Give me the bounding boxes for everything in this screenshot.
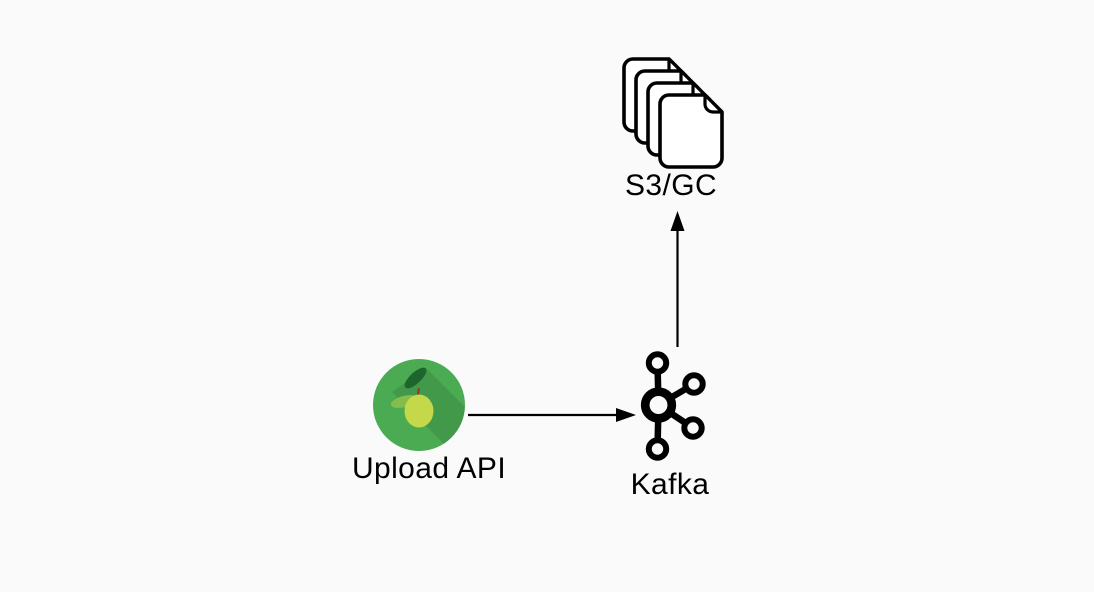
lime-fruit-icon	[404, 394, 434, 428]
arrowhead-up-icon	[670, 211, 685, 231]
upload-api-node-label: Upload API	[351, 452, 507, 485]
kafka-node-label: Kafka	[630, 468, 710, 501]
kafka-icon	[640, 351, 706, 461]
arrow-upload-api-to-kafka	[468, 408, 636, 422]
arrow-kafka-to-storage	[670, 211, 685, 347]
storage-node-label: S3/GC	[624, 169, 718, 202]
document-stack-icon	[622, 57, 724, 169]
page-front	[658, 93, 724, 169]
leaf-dark-icon	[404, 367, 427, 389]
kafka-rings	[640, 351, 706, 461]
lime-icon	[373, 359, 465, 451]
stem-icon	[417, 388, 420, 396]
